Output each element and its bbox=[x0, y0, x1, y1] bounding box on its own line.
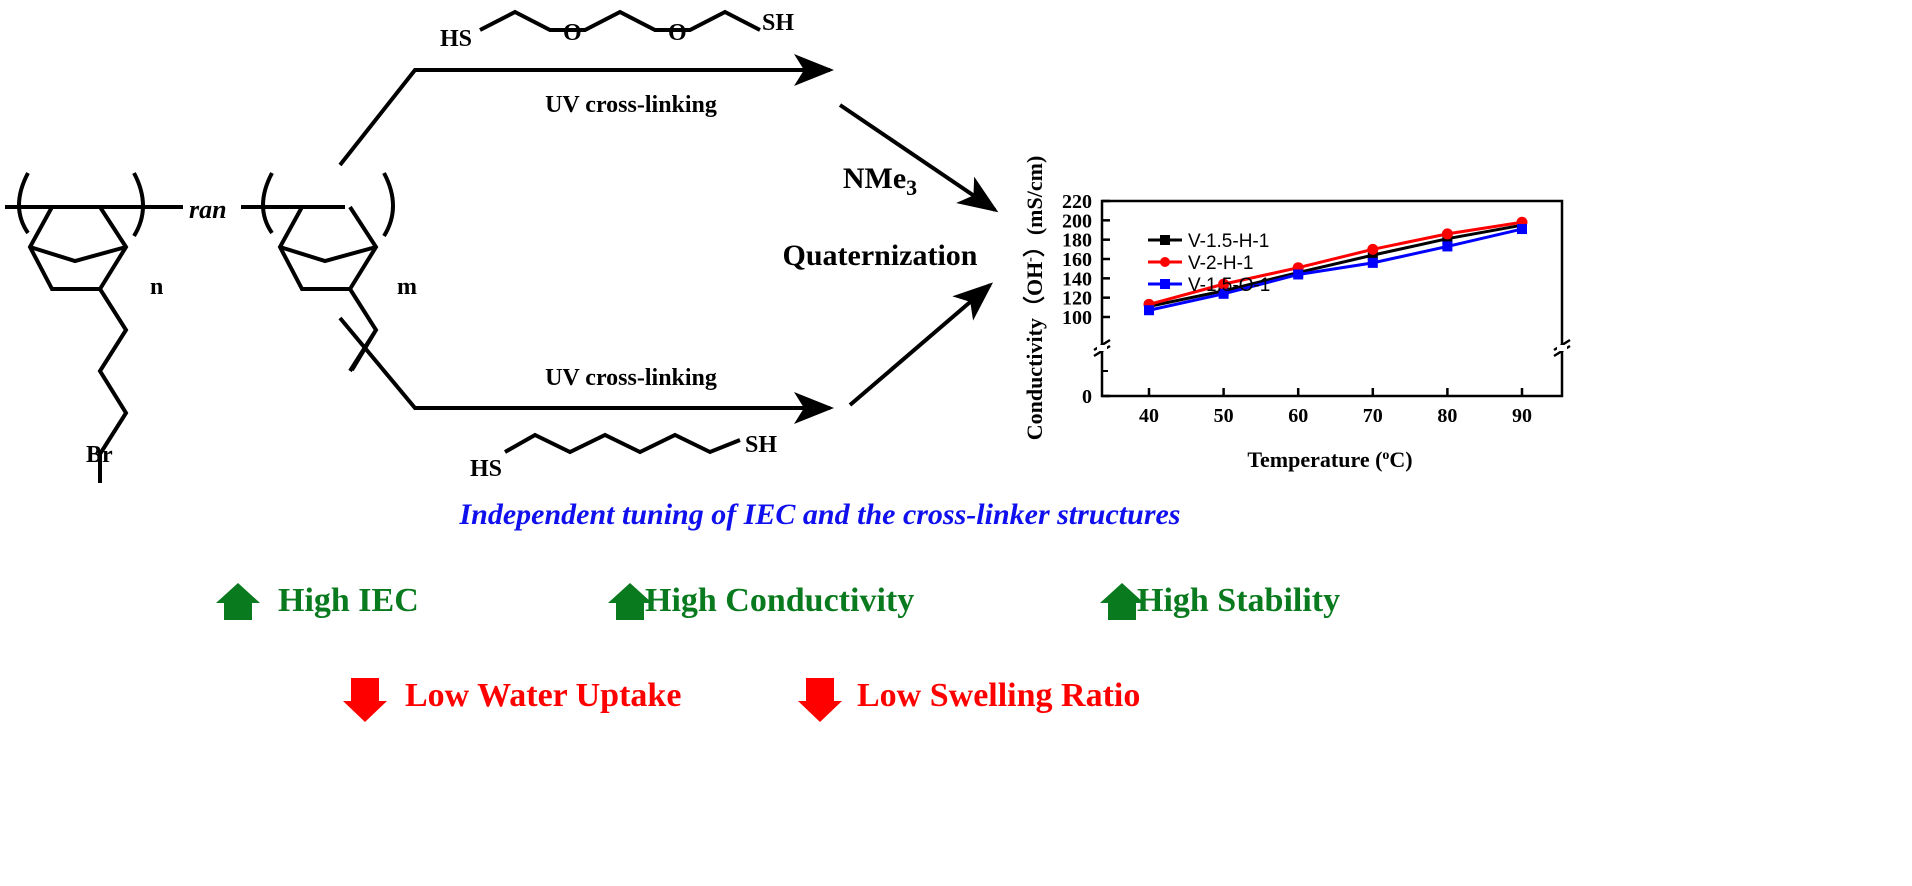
data-point bbox=[1218, 278, 1230, 290]
top-route: UV cross-linking HS O O SH bbox=[338, 9, 834, 167]
x-tick-label: 60 bbox=[1288, 405, 1308, 427]
y-tick-label: 120 bbox=[1062, 288, 1092, 310]
y-tick-label: 200 bbox=[1062, 210, 1092, 232]
legend-label: V-1.5-O-1 bbox=[1188, 275, 1270, 296]
data-point bbox=[1367, 243, 1379, 255]
y-tick-label: 220 bbox=[1062, 191, 1092, 213]
legend-label: V-2-H-1 bbox=[1188, 253, 1253, 274]
polymer-br: Br bbox=[86, 442, 113, 468]
polymer-m: m bbox=[397, 274, 417, 300]
data-point bbox=[1293, 269, 1304, 280]
data-point bbox=[1367, 250, 1378, 261]
nme3-label: NMe3 bbox=[843, 162, 917, 200]
thiol-sh-right: SH bbox=[762, 10, 794, 36]
polymer-n: n bbox=[150, 274, 163, 300]
ether-o2: O bbox=[668, 20, 687, 46]
series-line-V-1.5-H-1 bbox=[1148, 223, 1523, 308]
benefit-up-label: High IEC bbox=[278, 582, 419, 619]
x-tick-label: 70 bbox=[1363, 405, 1383, 427]
bottom-route-label: UV cross-linking bbox=[545, 365, 717, 391]
x-tick-label: 80 bbox=[1437, 405, 1457, 427]
y-tick-label: 160 bbox=[1062, 249, 1092, 271]
data-point bbox=[1442, 241, 1453, 252]
y-tick-label: 0 bbox=[1082, 386, 1092, 408]
y-tick-label: 100 bbox=[1062, 307, 1092, 329]
benefit-up-label: High Conductivity bbox=[645, 582, 914, 619]
up-arrow-icon bbox=[1100, 583, 1144, 620]
ether-o1: O bbox=[563, 20, 582, 46]
data-point bbox=[1367, 257, 1378, 268]
down-arrow-icon bbox=[798, 678, 842, 722]
arrow-to-product-top bbox=[838, 103, 999, 213]
benefit-down-label: Low Swelling Ratio bbox=[857, 677, 1140, 714]
x-tick-label: 40 bbox=[1139, 405, 1159, 427]
polymer-ran: ran bbox=[189, 195, 227, 224]
thiol-sh-right: SH bbox=[745, 432, 777, 458]
thiol-hs-left: HS bbox=[470, 456, 502, 482]
benefit-up-label: High Stability bbox=[1137, 582, 1340, 619]
y-tick-label: 140 bbox=[1062, 268, 1092, 290]
series-line-V-2-H-1 bbox=[1148, 220, 1523, 306]
series-line-V-1.5-O-1 bbox=[1148, 227, 1523, 312]
up-arrow-icon bbox=[216, 583, 260, 620]
quaternization-label: Quaternization bbox=[783, 239, 978, 272]
axis-break bbox=[1093, 338, 1571, 358]
up-arrow-icon bbox=[608, 583, 652, 620]
y-axis-label: Conductivity（OH-）(mS/cm) bbox=[1022, 156, 1047, 441]
legend-label: V-1.5-H-1 bbox=[1188, 231, 1269, 252]
arrow-to-product-bottom bbox=[848, 282, 994, 407]
bottom-route: UV cross-linking HS SH bbox=[338, 316, 834, 482]
thiol-hs-left: HS bbox=[440, 26, 472, 52]
x-axis-label: Temperature (oC) bbox=[1247, 447, 1412, 472]
subtitle: Independent tuning of IEC and the cross-… bbox=[459, 498, 1181, 531]
data-point bbox=[1441, 228, 1453, 240]
benefit-down-label: Low Water Uptake bbox=[405, 677, 681, 714]
down-arrow-icon bbox=[343, 678, 387, 722]
top-route-label: UV cross-linking bbox=[545, 92, 717, 118]
y-tick-label: 180 bbox=[1062, 230, 1092, 252]
x-tick-label: 90 bbox=[1512, 405, 1532, 427]
polymer-structure: n ran m Br bbox=[5, 172, 417, 483]
x-tick-label: 50 bbox=[1214, 405, 1234, 427]
data-point bbox=[1144, 305, 1154, 316]
data-point bbox=[1517, 224, 1527, 235]
data-point bbox=[1218, 288, 1229, 299]
